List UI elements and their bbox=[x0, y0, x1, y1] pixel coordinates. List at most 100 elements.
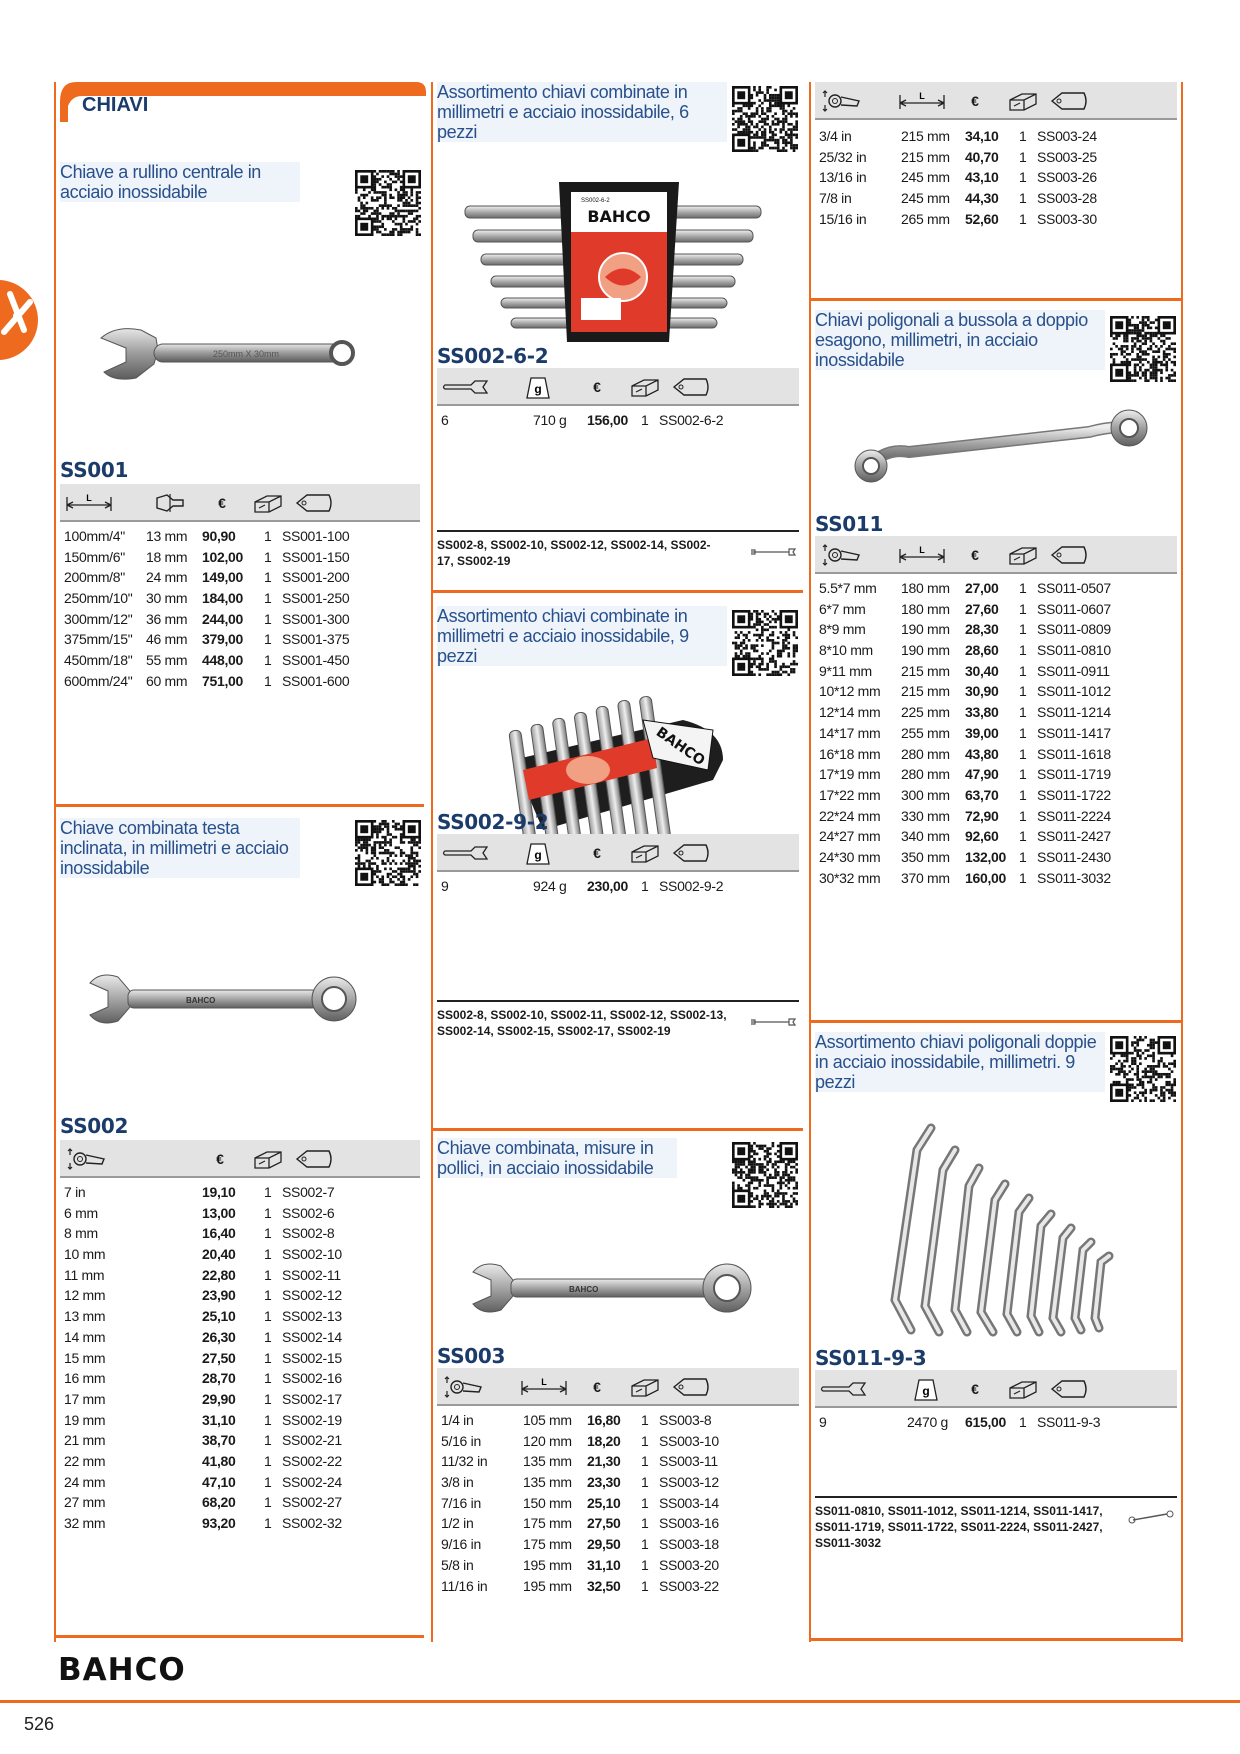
table-cell: 1 bbox=[1019, 169, 1027, 186]
table-header: L € bbox=[60, 484, 420, 522]
table-cell: 1 bbox=[1019, 724, 1027, 741]
table-cell: 12*14 mm bbox=[819, 704, 881, 721]
table-cell: 25/32 in bbox=[819, 148, 867, 165]
table-cell: 330 mm bbox=[901, 807, 950, 824]
product-ss011: Chiavi poligonali a bussola a doppio esa… bbox=[811, 298, 1181, 944]
table-cell: 175 mm bbox=[523, 1515, 572, 1532]
weight-icon: g bbox=[525, 841, 551, 865]
photo-marking: BAHCO bbox=[569, 1285, 598, 1294]
table-cell: 5/8 in bbox=[441, 1556, 474, 1573]
qr-code-icon[interactable] bbox=[732, 1142, 798, 1208]
product-ss002-9-2: Assortimento chiavi combinate in millime… bbox=[433, 590, 803, 1112]
table-cell: 13/16 in bbox=[819, 169, 867, 186]
price-cell: 16,80 bbox=[587, 1412, 621, 1428]
product-code-cell: SS002-12 bbox=[282, 1287, 342, 1304]
price-cell: 31,10 bbox=[587, 1556, 621, 1573]
table-header: g € bbox=[437, 368, 799, 406]
table-cell: 600mm/24" bbox=[64, 672, 133, 689]
price-cell: 27,00 bbox=[965, 580, 999, 596]
product-code-cell: SS002-21 bbox=[282, 1432, 342, 1449]
table-cell: 32 mm bbox=[64, 1515, 106, 1531]
table-cell: 1 bbox=[1019, 848, 1027, 865]
price-cell: 29,90 bbox=[202, 1390, 236, 1407]
price-cell: 26,30 bbox=[202, 1328, 236, 1345]
table-cell: 5.5*7 mm bbox=[819, 580, 877, 596]
code-icon bbox=[292, 491, 336, 515]
product-code-cell: SS002-11 bbox=[282, 1266, 341, 1283]
qr-code-icon[interactable] bbox=[1110, 1036, 1176, 1102]
product-ss002-6-2: Assortimento chiavi combinate in millime… bbox=[433, 82, 803, 590]
price-cell: 615,00 bbox=[965, 1414, 1007, 1430]
qr-code-icon[interactable] bbox=[732, 86, 798, 152]
single-wrench-icon bbox=[749, 544, 797, 562]
table-cell: 7/16 in bbox=[441, 1494, 481, 1511]
table-cell: 1 bbox=[264, 1473, 272, 1490]
column-left: CHIAVI Chiave a rullino centrale in acci… bbox=[54, 82, 426, 1642]
table-cell: 924 g bbox=[533, 878, 567, 894]
code-icon bbox=[1047, 1377, 1091, 1401]
table-cell: 1 bbox=[264, 672, 272, 689]
product-description: Assortimento chiavi combinate in millime… bbox=[437, 82, 727, 142]
table-cell: 19 mm bbox=[64, 1411, 106, 1428]
qr-code-icon[interactable] bbox=[355, 820, 421, 886]
product-code-cell: SS001-450 bbox=[282, 652, 350, 669]
length-icon: L bbox=[519, 1375, 569, 1399]
product-code: SS002 bbox=[60, 1114, 129, 1138]
price-header: € bbox=[971, 547, 979, 563]
product-code: SS011 bbox=[815, 512, 884, 536]
double-ring-wrench-set-photo bbox=[881, 1120, 1121, 1350]
table-cell: 7 in bbox=[64, 1184, 86, 1200]
price-cell: 22,80 bbox=[202, 1266, 236, 1283]
table-cell: 450mm/18" bbox=[64, 652, 133, 669]
price-cell: 30,90 bbox=[965, 683, 999, 700]
table-cell: 1 bbox=[641, 878, 649, 894]
product-code-cell: SS002-7 bbox=[282, 1184, 335, 1200]
product-code: SS002-9-2 bbox=[437, 810, 549, 834]
price-cell: 34,10 bbox=[965, 128, 999, 144]
table-cell: 14 mm bbox=[64, 1328, 106, 1345]
product-ss003: Chiave combinata, misure in pollici, in … bbox=[433, 1128, 803, 1642]
code-icon bbox=[669, 1375, 713, 1399]
combination-wrench-photo: BAHCO bbox=[469, 1258, 759, 1318]
table-cell: 1 bbox=[264, 1411, 272, 1428]
product-code-cell: SS002-6-2 bbox=[659, 412, 724, 428]
table-cell: 215 mm bbox=[901, 662, 950, 679]
price-cell: 92,60 bbox=[965, 828, 999, 845]
price-cell: 39,00 bbox=[965, 724, 999, 741]
product-code-cell: SS002-14 bbox=[282, 1328, 342, 1345]
table-cell: 1 bbox=[1019, 1414, 1027, 1430]
table-header: L € bbox=[815, 536, 1177, 574]
section-divider bbox=[811, 1638, 1181, 1641]
price-header: € bbox=[971, 93, 979, 109]
table-cell: 1 bbox=[641, 1474, 649, 1491]
qr-code-icon[interactable] bbox=[732, 610, 798, 676]
single-wrench-icon bbox=[749, 1014, 797, 1032]
svg-text:L: L bbox=[86, 493, 92, 503]
price-cell: 16,40 bbox=[202, 1225, 236, 1242]
table-cell: 13 mm bbox=[64, 1308, 106, 1325]
table-cell: 24 mm bbox=[146, 569, 188, 586]
price-cell: 30,40 bbox=[965, 662, 999, 679]
qr-code-icon[interactable] bbox=[1110, 316, 1176, 382]
price-cell: 751,00 bbox=[202, 672, 244, 689]
price-cell: 27,50 bbox=[587, 1515, 621, 1532]
weight-icon: g bbox=[525, 375, 551, 399]
table-cell: 9 bbox=[441, 878, 449, 894]
qr-code-icon[interactable] bbox=[355, 170, 421, 236]
table-cell: 21 mm bbox=[64, 1432, 106, 1449]
